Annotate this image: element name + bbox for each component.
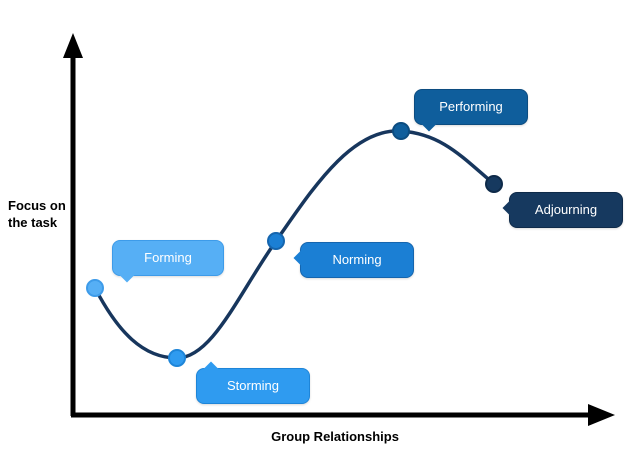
forming-label: Forming [112,240,224,283]
performing-dot [392,122,410,140]
storming-label-text: Storming [226,378,280,393]
norming-label-text: Norming [332,252,382,267]
x-axis-label: Group Relationships [271,429,399,444]
y-axis-arrow-icon [63,33,83,58]
norming-dot [267,232,285,250]
y-axis-label: Focus on the task [8,198,66,230]
adjourning-label: Adjourning [502,192,623,228]
forming-dot [86,279,104,297]
forming-label-text: Forming [144,250,192,265]
x-axis-arrow-icon [588,404,615,426]
performing-label: Performing [414,89,528,132]
storming-label: Storming [196,361,310,404]
storming-dot [168,349,186,367]
adjourning-dot [485,175,503,193]
performing-label-text: Performing [439,99,503,114]
adjourning-label-text: Adjourning [534,202,598,217]
norming-label: Norming [293,242,414,278]
